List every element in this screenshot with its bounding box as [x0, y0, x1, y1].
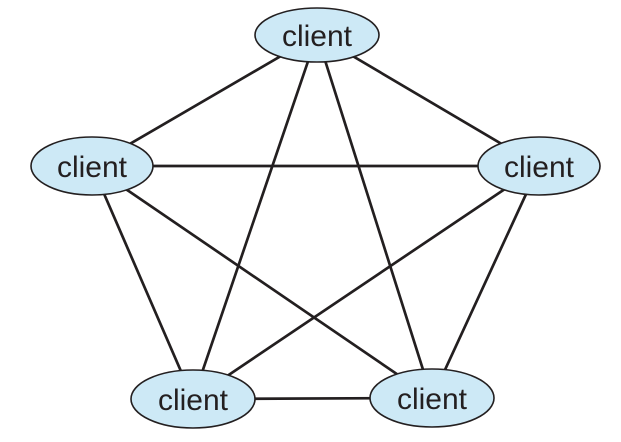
node-label-bottom-left: client [158, 384, 229, 417]
node-right: client [477, 136, 601, 196]
node-ellipse-top [254, 7, 380, 63]
edge-right-bottom-right [430, 164, 541, 400]
node-ellipse-bottom-left [130, 369, 256, 429]
edge-top-bottom-left [191, 33, 319, 401]
node-label-right: client [504, 151, 575, 184]
node-label-top: client [282, 20, 353, 53]
node-ellipse-right [477, 136, 601, 196]
node-bottom-left: client [130, 369, 256, 429]
node-group: client client client client client [30, 7, 601, 429]
edge-group [90, 33, 541, 401]
node-label-left: client [57, 151, 128, 184]
node-bottom-right: client [369, 368, 495, 428]
edge-left-bottom-right [90, 164, 434, 400]
node-label-bottom-right: client [397, 383, 468, 416]
edge-top-bottom-right [315, 33, 434, 400]
node-ellipse-bottom-right [369, 368, 495, 428]
edge-left-bottom-left [90, 164, 195, 401]
node-top: client [254, 7, 380, 63]
node-left: client [30, 136, 154, 196]
edge-right-bottom-left [191, 164, 541, 401]
node-ellipse-left [30, 136, 154, 196]
